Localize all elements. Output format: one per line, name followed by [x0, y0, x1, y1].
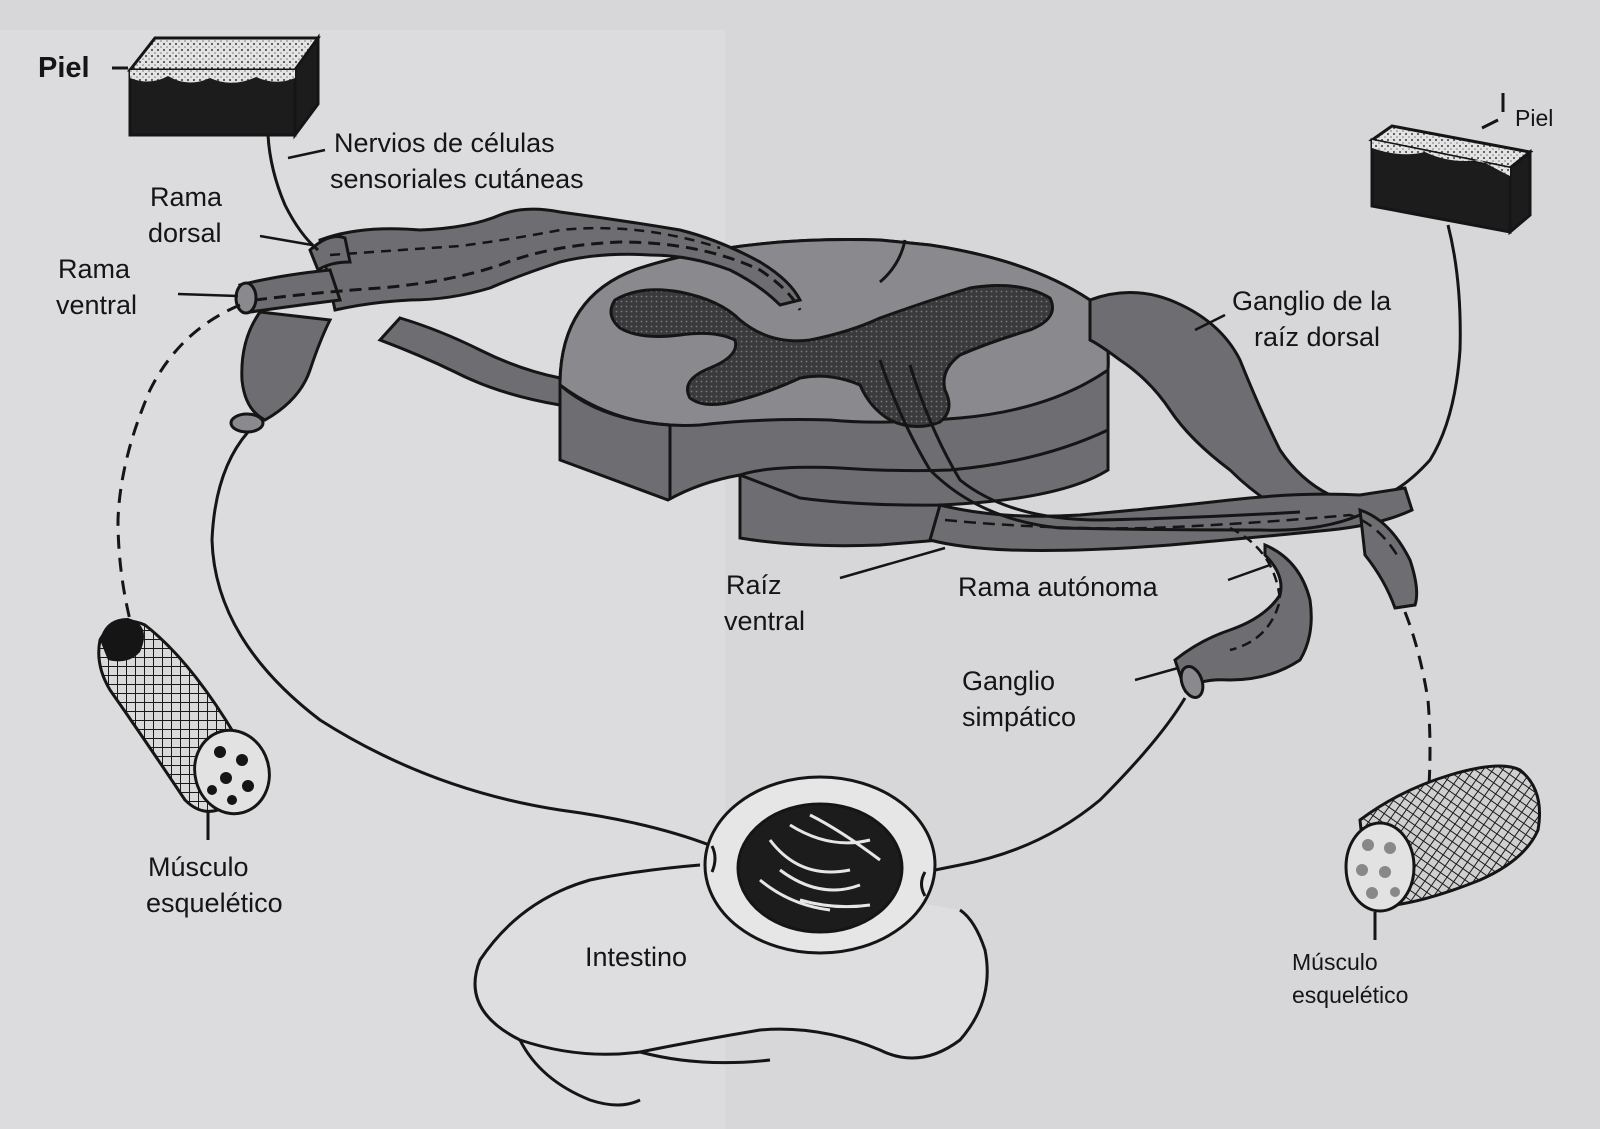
skin-right-leader: [1481, 93, 1505, 130]
skeletal-muscle-right: [1344, 764, 1542, 940]
motor-fiber-right-dashed: [1403, 611, 1432, 801]
leader-autonomic-branch: [1227, 563, 1271, 582]
leader-ventral-root: [839, 546, 946, 580]
leader-sensory-nerves: [287, 148, 326, 160]
label-dorsal-root-ganglion-line1: Ganglio de la: [1232, 286, 1392, 316]
leader-ventral-branch: [177, 292, 239, 298]
skin-block-left: [126, 33, 321, 140]
label-skin-right: Piel: [1515, 105, 1553, 131]
leader-dorsal-branch: [259, 234, 313, 247]
autonomic-fiber-left: [210, 431, 713, 848]
label-muscle-right-line2: esquelético: [1292, 982, 1408, 1008]
label-muscle-right-line1: Músculo: [1292, 949, 1378, 975]
sensory-fiber-left: [266, 134, 319, 252]
sensory-fiber-right: [1394, 224, 1462, 492]
autonomic-fiber-right: [924, 697, 1187, 874]
label-sympathetic-ganglion-line1: Ganglio: [962, 666, 1055, 696]
label-sensory-nerves-line1: Nervios de células: [334, 128, 555, 158]
spinal-cord: [558, 238, 1110, 548]
label-dorsal-branch-line2: dorsal: [148, 218, 222, 248]
label-muscle-left-line1: Músculo: [148, 852, 249, 882]
label-intestine: Intestino: [585, 942, 687, 972]
label-dorsal-branch-line1: Rama: [150, 182, 223, 212]
label-sympathetic-ganglion-line2: simpático: [962, 702, 1076, 732]
label-sensory-nerves-line2: sensoriales cutáneas: [330, 164, 584, 194]
label-ventral-branch-line2: ventral: [56, 290, 137, 320]
label-ventral-branch-line1: Rama: [58, 254, 131, 284]
skin-block-right: [1368, 124, 1534, 236]
leader-dorsal-root-ganglion: [1194, 313, 1226, 332]
label-muscle-left-line2: esquelético: [146, 888, 283, 918]
label-skin-left: Piel: [38, 52, 90, 84]
label-ventral-root-line1: Raíz: [726, 570, 782, 600]
skeletal-muscle-left: [97, 618, 271, 840]
intestine: [473, 775, 989, 1107]
motor-fiber-left-dashed: [116, 303, 241, 621]
label-ventral-root-line2: ventral: [724, 606, 805, 636]
label-autonomic-branch: Rama autónoma: [958, 572, 1159, 602]
leader-sympathetic-ganglion: [1134, 666, 1179, 682]
left-nerve-trunk: [229, 207, 803, 434]
right-nerve-trunk: [878, 291, 1419, 699]
label-dorsal-root-ganglion-line2: raíz dorsal: [1254, 322, 1380, 352]
